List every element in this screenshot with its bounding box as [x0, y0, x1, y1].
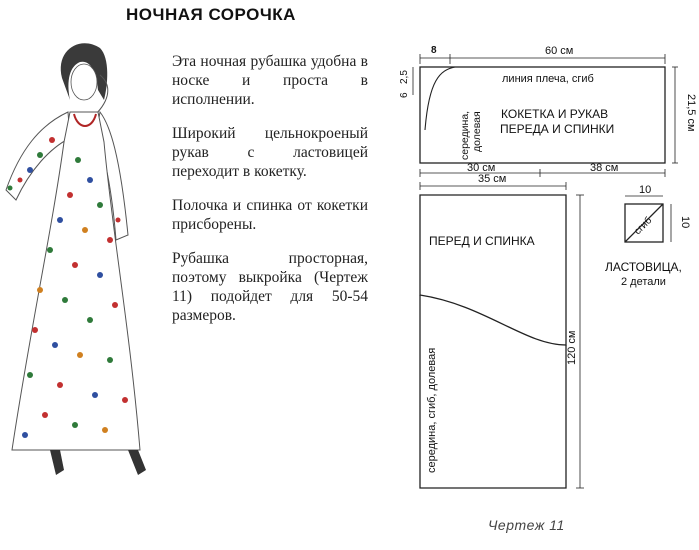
yoke-center-fold-2: долевая: [471, 111, 483, 152]
paragraph: Эта ночная рубашка удобна в носке и прос…: [172, 53, 368, 108]
yoke-neckline: [424, 66, 456, 131]
yoke-center-fold-1: середина,: [459, 111, 471, 160]
pattern-drawing: 8 60 см 2,5 6 21,5 см линия плеча, сгиб …: [399, 45, 697, 489]
yoke-dim-bottom-left: 30 см: [467, 162, 495, 174]
yoke-label-1: КОКЕТКА И РУКАВ: [501, 107, 608, 121]
yoke-dim-8: 8: [431, 45, 437, 56]
dress-print: [7, 137, 128, 438]
gusset-dim-top: 10: [639, 184, 651, 196]
dress-body: [11, 111, 141, 451]
gusset-dim-right: 10: [679, 216, 691, 228]
gusset-label: ЛАСТОВИЦА,: [605, 260, 682, 274]
yoke-dim-right: 21,5 см: [685, 94, 697, 132]
gusset-count: 2 детали: [621, 276, 666, 288]
front-back-label: ПЕРЕД И СПИНКА: [429, 234, 535, 248]
front-back-outline: [419, 194, 567, 346]
yoke-dim-2-5: 2,5: [399, 70, 410, 84]
front-back-dim-right: 120 см: [566, 331, 578, 365]
hair: [60, 43, 108, 100]
yoke-outline: [419, 66, 666, 164]
drawing-caption: Чертеж 11: [488, 517, 565, 533]
left-foot: [50, 450, 64, 475]
yoke-dim-top: 60 см: [545, 45, 573, 57]
shoulder-line-label: линия плеча, сгиб: [502, 73, 594, 85]
paragraph: Широкий цельнокроеный рукав с ластовицей…: [172, 125, 368, 180]
gusset-outline: [624, 203, 664, 243]
paragraph: Рубашка просторная, поэтому выкройка (Че…: [172, 250, 368, 324]
gusset-fold: [624, 203, 664, 243]
description-text: Эта ночная рубашка удобна в носке и прос…: [172, 52, 368, 340]
right-foot: [128, 450, 146, 475]
yoke-label-2: ПЕРЕДА И СПИНКИ: [500, 122, 614, 136]
front-back-lower: [419, 295, 567, 489]
front-back-dim-top: 35 см: [478, 173, 506, 185]
gusset-fold-label: сгиб: [632, 214, 655, 237]
front-back-center-fold: середина, сгиб, долевая: [426, 348, 438, 473]
raised-arm: [94, 74, 109, 116]
yoke-dim-6: 6: [399, 92, 410, 98]
nightgown-illustration: [5, 43, 146, 475]
yoke-dim-bottom-right: 38 см: [590, 162, 618, 174]
page-title: НОЧНАЯ СОРОЧКА: [126, 5, 296, 24]
paragraph: Полочка и спинка от кокетки присборены.: [172, 197, 368, 233]
neckline: [73, 113, 97, 127]
face: [70, 63, 98, 101]
